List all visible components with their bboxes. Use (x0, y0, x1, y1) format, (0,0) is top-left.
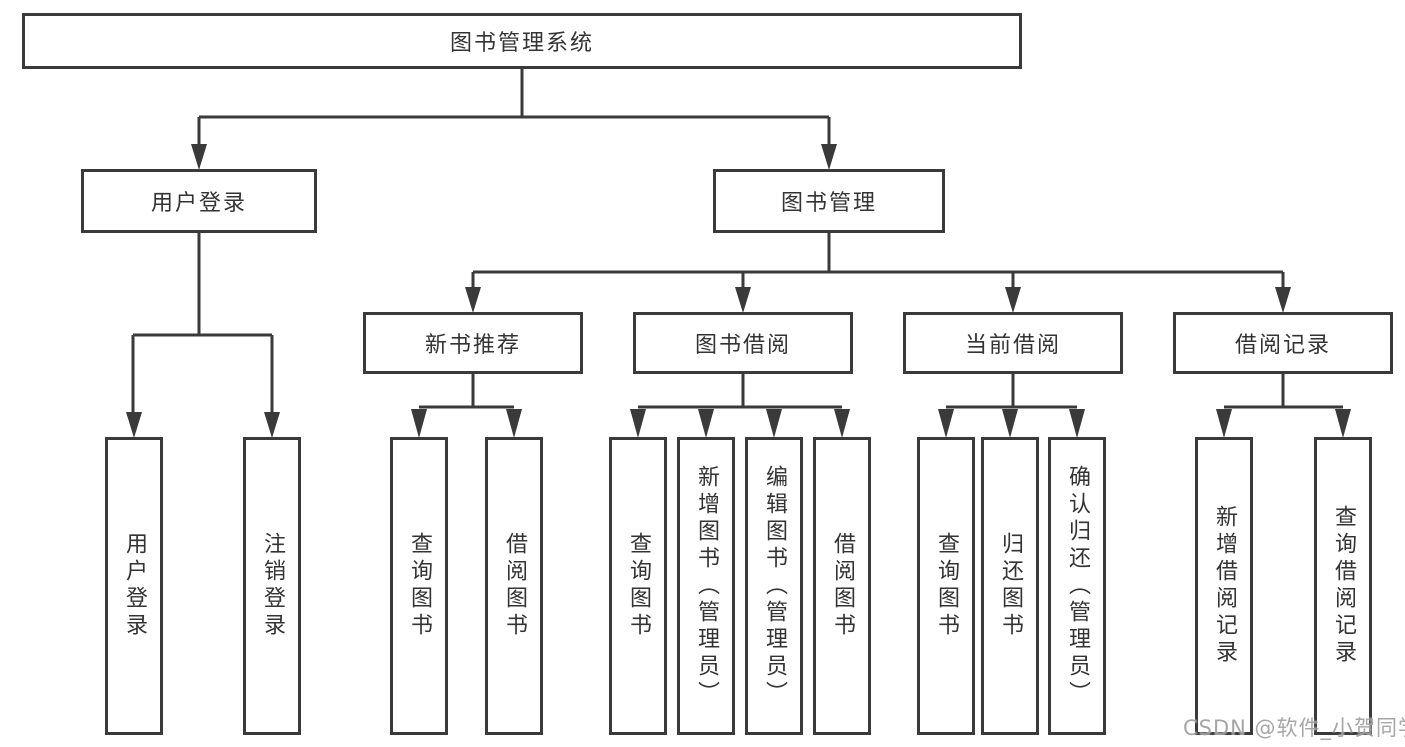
leaf-add-book-admin: 新增图书（管理员） (677, 437, 735, 735)
leaf-query-books-borrow: 查询图书 (609, 437, 667, 735)
node-borrow-records: 借阅记录 (1173, 312, 1393, 374)
node-book-management: 图书管理 (713, 169, 945, 233)
leaf-query-books-recommend: 查询图书 (390, 437, 448, 735)
leaf-borrow-books: 借阅图书 (813, 437, 871, 735)
leaf-return-book: 归还图书 (981, 437, 1039, 735)
node-book-borrow: 图书借阅 (633, 312, 853, 374)
node-user-login: 用户登录 (81, 169, 317, 233)
node-library-system: 图书管理系统 (22, 13, 1022, 69)
leaf-borrow-books-recommend: 借阅图书 (485, 437, 543, 735)
leaf-query-books-current: 查询图书 (917, 437, 975, 735)
arrowheads (126, 144, 1351, 438)
leaf-logout: 注销登录 (243, 437, 301, 735)
node-new-book-recommend: 新书推荐 (363, 312, 583, 374)
leaf-confirm-return-admin: 确认归还（管理员） (1048, 437, 1106, 735)
watermark-text: CSDN @软件_小贺同学 (1183, 716, 1405, 740)
leaf-edit-book-admin: 编辑图书（管理员） (745, 437, 803, 735)
node-current-borrow: 当前借阅 (903, 312, 1123, 374)
leaf-add-borrow-record: 新增借阅记录 (1195, 437, 1253, 735)
leaf-user-login: 用户登录 (105, 437, 163, 735)
leaf-query-borrow-record: 查询借阅记录 (1314, 437, 1372, 735)
